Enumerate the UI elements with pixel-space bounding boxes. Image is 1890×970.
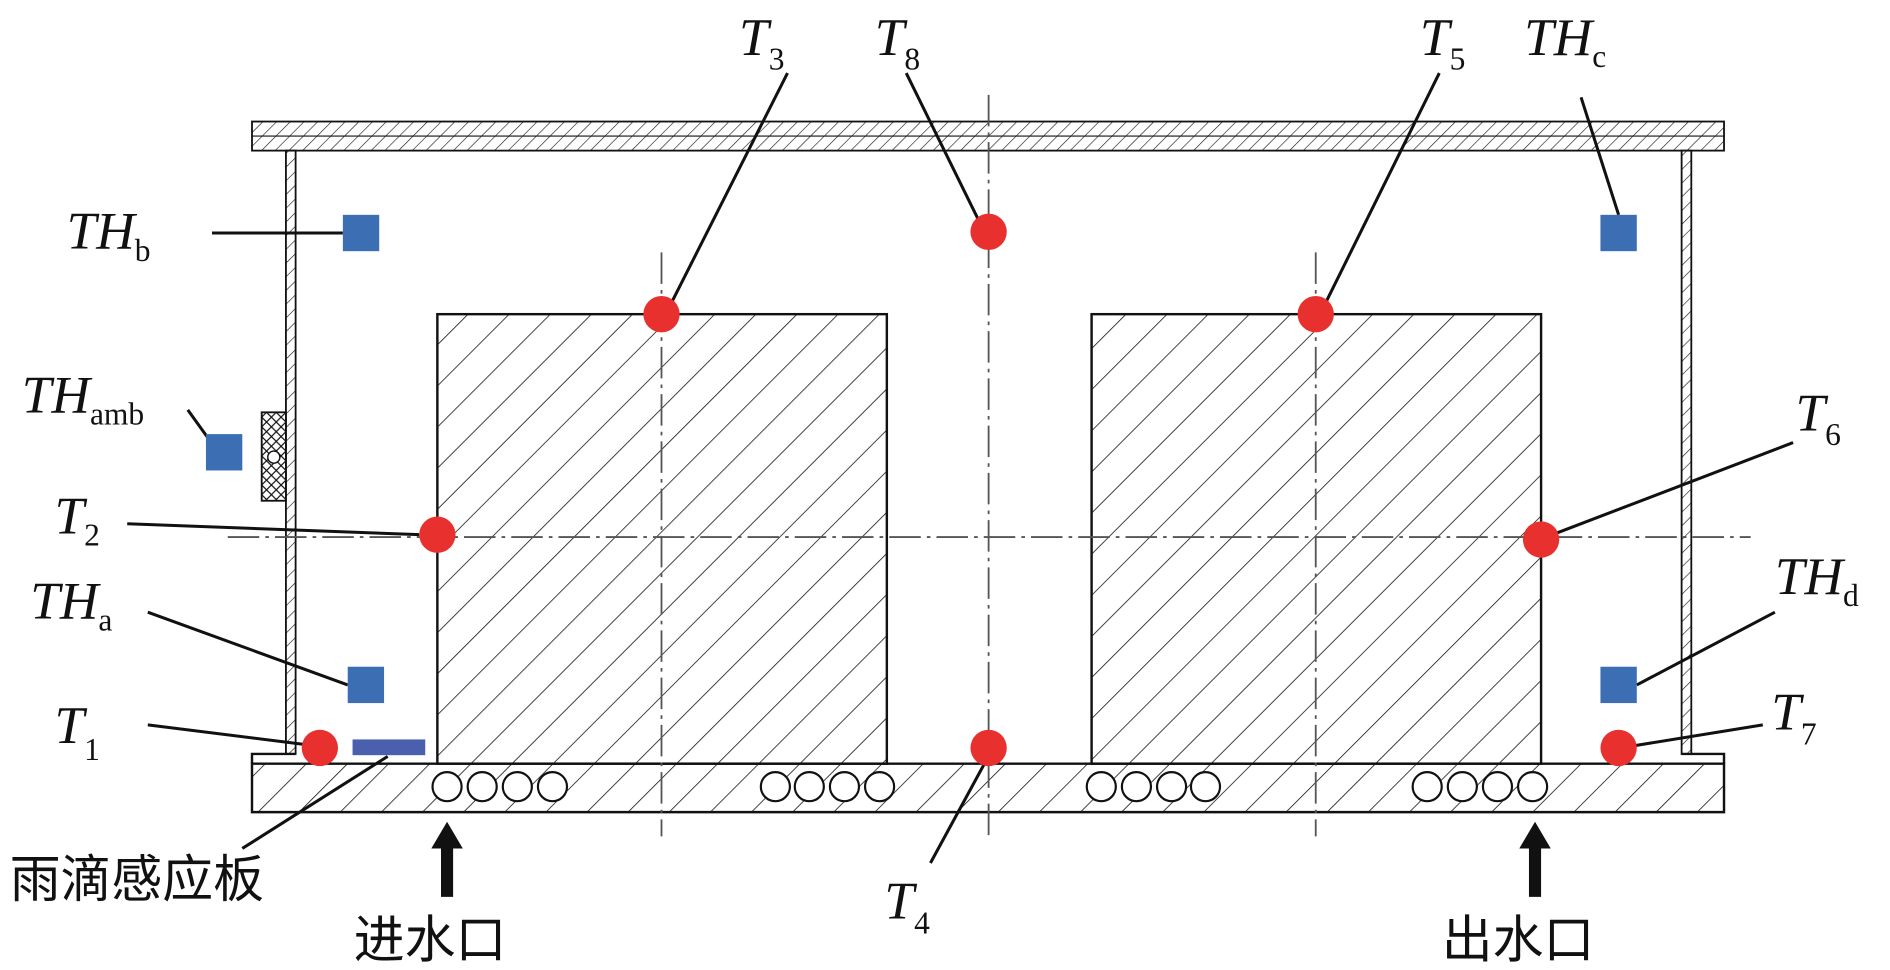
rain-sensing-plate [352,739,426,756]
temp-sensor-T7 [1600,729,1637,767]
label-T7: T7 [1771,683,1816,752]
label-THamb: THamb [22,365,144,431]
temp-sensor-T5 [1297,296,1334,333]
right-wall [1680,149,1693,755]
label-THa: THa [30,571,112,637]
outlet-label: 出水口 [1442,911,1595,970]
outlet-arrow-icon [1519,821,1551,897]
label-T2: T2 [55,486,100,552]
humidity-sensor-THamb [205,434,243,471]
humidity-sensor-THd [1600,666,1637,704]
label-T8: T8 [875,8,920,77]
label-T5: T5 [1420,8,1465,77]
temp-sensor-T8 [970,213,1007,250]
label-T6: T6 [1796,383,1841,452]
label-T1: T1 [55,696,100,767]
label-T3: T3 [739,8,784,77]
label-THc: THc [1524,8,1606,74]
rain-plate-label: 雨滴感应板 [10,850,264,909]
water-pipes [431,771,1549,803]
humidity-sensor-THc [1600,214,1637,252]
temp-sensor-T3 [643,296,680,333]
label-T4: T4 [884,872,930,941]
temp-sensor-T1 [301,729,339,767]
humidity-sensor-THb [342,214,380,252]
label-THb: THb [67,202,151,268]
temp-sensor-T6 [1522,521,1560,558]
temp-sensor-T4 [970,729,1007,767]
inlet-arrow-icon [431,821,463,897]
inlet-label: 进水口 [354,911,507,970]
temp-sensor-T2 [419,516,456,553]
leader-lines [127,72,1794,864]
humidity-sensor-THa [347,666,385,704]
label-THd: THd [1775,547,1859,613]
